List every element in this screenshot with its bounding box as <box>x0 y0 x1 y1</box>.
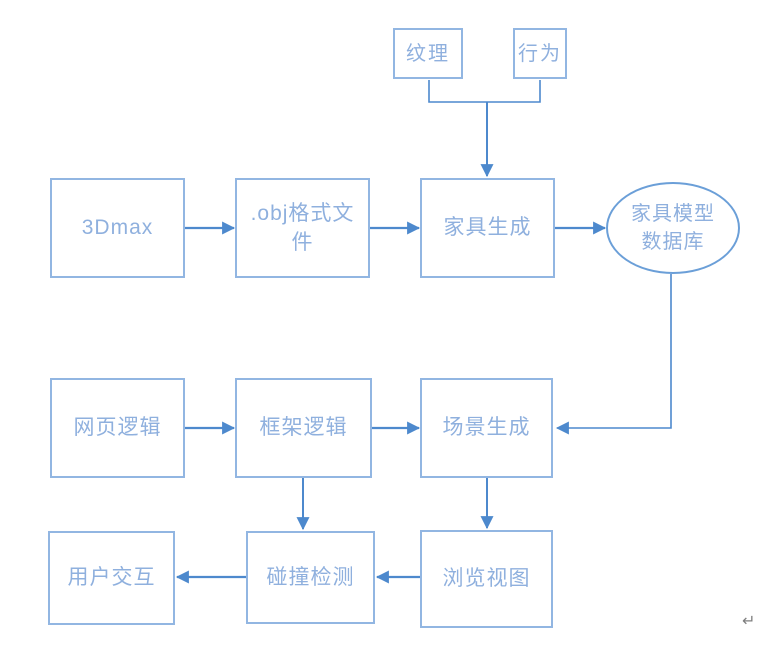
node-browse-view: 浏览视图 <box>420 530 553 628</box>
edge-db-to-scene-gen <box>555 274 672 435</box>
node-web-logic: 网页逻辑 <box>50 378 185 478</box>
return-mark: ↵ <box>742 611 756 630</box>
node-browse-view-label: 浏览视图 <box>442 567 531 591</box>
node-user-interaction-label: 用户交互 <box>67 566 156 590</box>
node-furniture-gen: 家具生成 <box>420 178 555 278</box>
node-furniture-gen-label: 家具生成 <box>443 216 532 240</box>
node-texture-label: 纹理 <box>406 42 450 65</box>
node-behavior: 行为 <box>513 28 567 79</box>
node-3dmax: 3Dmax <box>50 178 185 278</box>
node-collision-detect: 碰撞检测 <box>246 531 375 624</box>
node-user-interaction: 用户交互 <box>48 531 175 625</box>
node-furniture-db: 家具模型 数据库 <box>606 182 740 274</box>
node-furniture-db-label: 家具模型 数据库 <box>631 203 715 253</box>
node-scene-gen-label: 场景生成 <box>442 416 531 440</box>
edge-texture-behavior-bracket <box>428 80 541 103</box>
node-web-logic-label: 网页逻辑 <box>73 416 162 440</box>
node-3dmax-label: 3Dmax <box>81 216 154 240</box>
node-obj-file: .obj格式文 件 <box>235 178 370 278</box>
node-frame-logic-label: 框架逻辑 <box>259 416 348 440</box>
node-behavior-label: 行为 <box>518 42 562 65</box>
node-texture: 纹理 <box>393 28 463 79</box>
node-scene-gen: 场景生成 <box>420 378 553 478</box>
node-frame-logic: 框架逻辑 <box>235 378 372 478</box>
node-collision-detect-label: 碰撞检测 <box>266 565 355 589</box>
node-obj-file-label: .obj格式文 件 <box>250 201 355 254</box>
